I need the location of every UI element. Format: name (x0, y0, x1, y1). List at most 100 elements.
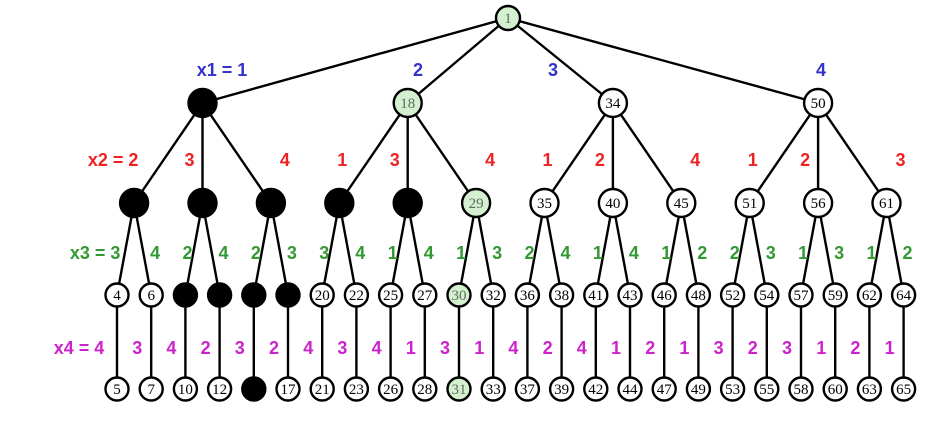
tree-edge (133, 102, 204, 204)
tree-edge (868, 202, 888, 296)
edge-label-x2: 2 (800, 150, 810, 170)
tree-node: 26 (377, 376, 404, 402)
edge-label-x4: 4 (508, 338, 518, 358)
tree-node: 65 (890, 376, 917, 402)
node-number: 35 (537, 196, 552, 212)
edge-label-x3: 1 (661, 243, 671, 263)
tree-node: 47 (651, 376, 677, 402)
tree-node: 40 (597, 187, 629, 219)
node-number: 63 (862, 382, 877, 398)
node-circle (651, 282, 677, 308)
edge-label-x2: 4 (690, 150, 700, 170)
tree-node: 12 (206, 376, 233, 402)
edge-label-x3: 4 (218, 243, 228, 263)
node-number: 55 (759, 382, 774, 398)
edge-label-x2: 1 (542, 150, 552, 170)
tree-node: 45 (666, 187, 697, 219)
tree-node: 34 (597, 87, 629, 119)
tree-node: 5 (104, 376, 130, 402)
tree-edge (132, 202, 153, 296)
node-circle (856, 282, 883, 308)
node-circle (754, 376, 780, 402)
edge-label-x4: 3 (714, 338, 724, 358)
pruned-node (187, 187, 218, 219)
edge-label-x2: 3 (390, 150, 400, 170)
pruned-node (324, 187, 355, 219)
node-number: 45 (674, 196, 689, 212)
node-number: 28 (417, 382, 432, 398)
tree-edge (611, 102, 683, 204)
node-circle (548, 376, 575, 402)
node-circle (309, 282, 335, 308)
tree-node: 33 (480, 376, 506, 402)
node-circle (412, 376, 438, 402)
edge-label-x4: 3 (132, 338, 142, 358)
tree-node: 60 (822, 376, 848, 402)
pruned-node (255, 187, 287, 219)
node-number: 39 (554, 382, 569, 398)
node-number: 32 (486, 288, 501, 304)
edge-label-x4: x4 = 4 (54, 338, 105, 358)
edge-label-x2: 1 (748, 150, 758, 170)
node-number: 59 (828, 288, 843, 304)
edge-label-x4: 2 (748, 338, 758, 358)
node-circle (494, 4, 522, 32)
edge-label-x2: 4 (280, 150, 290, 170)
tree-edge (680, 202, 700, 296)
edge-label-x4: 2 (645, 338, 655, 358)
node-number: 20 (315, 288, 330, 304)
edge-label-x4: 4 (303, 338, 313, 358)
node-circle (480, 282, 506, 308)
node-circle (309, 376, 335, 402)
node-circle (802, 87, 834, 119)
tree-edge (321, 202, 341, 296)
edge-label-x4: 2 (269, 338, 279, 358)
edge-label-x4: 1 (816, 338, 826, 358)
tree-node: 55 (754, 376, 780, 402)
node-number: 57 (794, 288, 810, 304)
node-circle (138, 376, 164, 402)
node-number: 27 (417, 288, 433, 304)
tree-node: 39 (548, 376, 575, 402)
edge-label-x4: 2 (850, 338, 860, 358)
node-circle (685, 376, 712, 402)
node-circle (138, 282, 164, 308)
tree-node: 4 (104, 282, 130, 308)
node-circle (412, 282, 438, 308)
tree-node: 51 (734, 187, 765, 219)
node-number: 49 (691, 382, 706, 398)
tree-edge (507, 17, 614, 104)
node-number: 6 (147, 288, 155, 304)
edge-label-x4: 4 (577, 338, 587, 358)
edge-labels-layer: x1 = 1x2 = 2x3 = 3x4 = 44332442423322134… (54, 60, 913, 358)
node-number: 41 (588, 288, 603, 304)
tree-node: 41 (583, 282, 609, 308)
tree-edge (748, 202, 768, 296)
edge-label-x4: 4 (166, 338, 176, 358)
tree-node: 58 (788, 376, 814, 402)
node-circle (275, 282, 301, 308)
tree-edge (338, 102, 409, 204)
edge-label-x3: 2 (251, 243, 261, 263)
tree-node: 32 (480, 282, 506, 308)
node-circle (446, 376, 472, 402)
node-number: 62 (862, 288, 877, 304)
tree-node: 42 (583, 376, 609, 402)
node-number: 38 (554, 288, 569, 304)
node-number: 34 (605, 96, 621, 112)
tree-node: 54 (754, 282, 780, 308)
node-circle (734, 187, 765, 219)
node-number: 25 (383, 288, 398, 304)
tree-edge (406, 17, 509, 104)
tree-node: 27 (412, 282, 438, 308)
edges-layer (115, 16, 905, 389)
node-circle (685, 282, 712, 308)
tree-edge (748, 102, 820, 204)
node-circle (172, 376, 199, 402)
node-number: 12 (212, 382, 227, 398)
edge-label-x3: 3 (834, 243, 844, 263)
node-circle (822, 282, 848, 308)
tree-node: 43 (617, 282, 643, 308)
